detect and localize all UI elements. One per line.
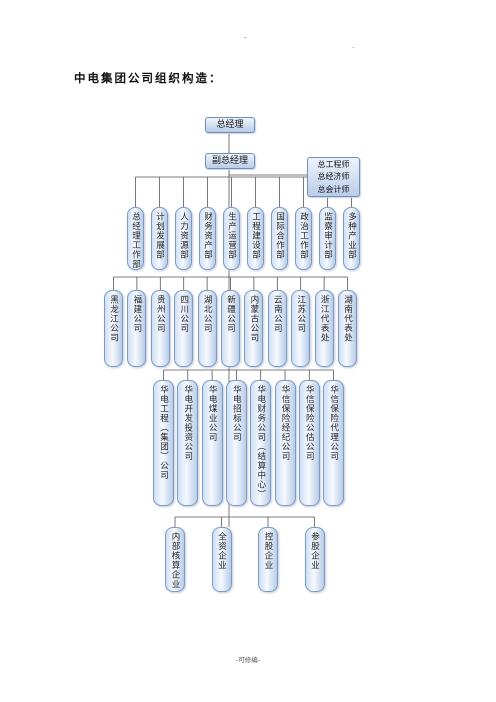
regional-company-node: 湖北公司 xyxy=(197,290,217,367)
department-node: 总经理工作部 xyxy=(127,207,144,270)
regional-company-label: 福建公司 xyxy=(131,295,142,333)
regional-company-node: 福建公司 xyxy=(127,290,147,367)
top-mark-dash: - xyxy=(244,34,247,42)
department-label: 总经理工作部 xyxy=(130,212,141,269)
enterprise-type-node: 控股企业 xyxy=(258,527,278,592)
node-deputy-general-manager: 副总经理 xyxy=(205,153,255,169)
department-node: 计划发展部 xyxy=(151,207,168,270)
enterprise-type-node: 内部核算企业 xyxy=(165,527,185,592)
subsidiary-label: 华电煤业公司 xyxy=(207,385,218,442)
chief-accountant-label: 总会计师 xyxy=(317,185,350,195)
department-label: 人力资源部 xyxy=(178,212,189,260)
subsidiary-label: 华电财务公司（结算中心） xyxy=(255,385,266,499)
subsidiary-node: 华信保险代理公司 xyxy=(323,380,345,506)
subsidiary-label: 华信保险公估公司 xyxy=(304,385,315,461)
department-label: 财务资产部 xyxy=(202,212,213,260)
department-label: 工程建设部 xyxy=(250,212,261,260)
enterprise-type-label: 内部核算企业 xyxy=(170,532,180,589)
regional-company-node: 贵州公司 xyxy=(150,290,170,367)
subsidiary-label: 华信保险代理公司 xyxy=(328,385,339,461)
subsidiary-node: 华电开发投资公司 xyxy=(177,380,199,506)
department-label: 政治工作部 xyxy=(298,212,309,260)
regional-company-node: 浙江代表处 xyxy=(314,290,334,367)
regional-company-node: 黑龙江公司 xyxy=(104,290,123,367)
chief-engineer-label: 总工程师 xyxy=(317,159,350,169)
subsidiary-node: 华电煤业公司 xyxy=(201,380,223,506)
regional-company-label: 四川公司 xyxy=(178,295,189,333)
regional-company-label: 云南公司 xyxy=(272,295,283,333)
footer-note: -可修编- xyxy=(235,656,261,664)
subsidiary-label: 华电开发投资公司 xyxy=(182,385,193,461)
department-label: 国际合作部 xyxy=(274,212,285,260)
regional-company-label: 湖南代表处 xyxy=(342,295,353,343)
subsidiary-node: 华电财务公司（结算中心） xyxy=(250,380,272,506)
enterprise-type-label: 参股企业 xyxy=(309,532,320,570)
department-node: 国际合作部 xyxy=(271,207,288,270)
regional-company-label: 新疆公司 xyxy=(225,295,236,333)
department-node: 财务资产部 xyxy=(199,207,216,270)
department-label: 监察审计部 xyxy=(322,212,333,260)
department-label: 生产运营部 xyxy=(226,212,237,260)
subsidiary-node: 华电工程（集团）公司 xyxy=(153,380,174,506)
regional-company-node: 内蒙古公司 xyxy=(244,290,264,367)
subsidiary-label: 华电工程（集团）公司 xyxy=(158,385,169,480)
top-mark-dot: . xyxy=(352,42,355,50)
subsidiary-node: 华电招标公司 xyxy=(225,380,247,506)
department-node: 监察审计部 xyxy=(319,207,336,270)
department-node: 多种产业部 xyxy=(343,207,360,270)
page-title: 中电集团公司组织构造： xyxy=(74,71,223,85)
regional-company-node: 江苏公司 xyxy=(291,290,311,367)
regional-company-node: 新疆公司 xyxy=(221,290,240,367)
regional-company-label: 贵州公司 xyxy=(155,295,166,333)
subsidiary-node: 华信保险公估公司 xyxy=(298,380,320,506)
subsidiary-node: 华信保险经纪公司 xyxy=(274,380,296,506)
department-node: 政治工作部 xyxy=(295,207,312,270)
regional-company-node: 四川公司 xyxy=(174,290,194,367)
enterprise-type-label: 控股企业 xyxy=(263,532,273,570)
enterprise-type-label: 全资企业 xyxy=(216,532,227,570)
regional-company-label: 黑龙江公司 xyxy=(108,295,119,343)
chief-economist-label: 总经济师 xyxy=(317,172,350,182)
department-label: 多种产业部 xyxy=(346,212,357,260)
regional-company-label: 江苏公司 xyxy=(295,295,306,333)
regional-company-label: 浙江代表处 xyxy=(319,295,330,343)
enterprise-type-node: 参股企业 xyxy=(304,527,325,592)
regional-company-node: 湖南代表处 xyxy=(338,290,357,367)
enterprise-type-node: 全资企业 xyxy=(211,527,232,592)
regional-company-label: 内蒙古公司 xyxy=(248,295,259,343)
department-node: 工程建设部 xyxy=(247,207,264,270)
regional-company-node: 云南公司 xyxy=(267,290,287,367)
subsidiary-label: 华信保险经纪公司 xyxy=(280,385,290,461)
department-label: 计划发展部 xyxy=(154,212,165,260)
department-node: 生产运营部 xyxy=(223,207,240,270)
regional-company-label: 湖北公司 xyxy=(202,295,213,333)
node-general-manager: 总经理 xyxy=(205,117,255,133)
subsidiary-label: 华电招标公司 xyxy=(231,385,242,442)
node-chief-officers: 总工程师 总经济师 总会计师 xyxy=(307,157,360,197)
department-node: 人力资源部 xyxy=(175,207,192,270)
